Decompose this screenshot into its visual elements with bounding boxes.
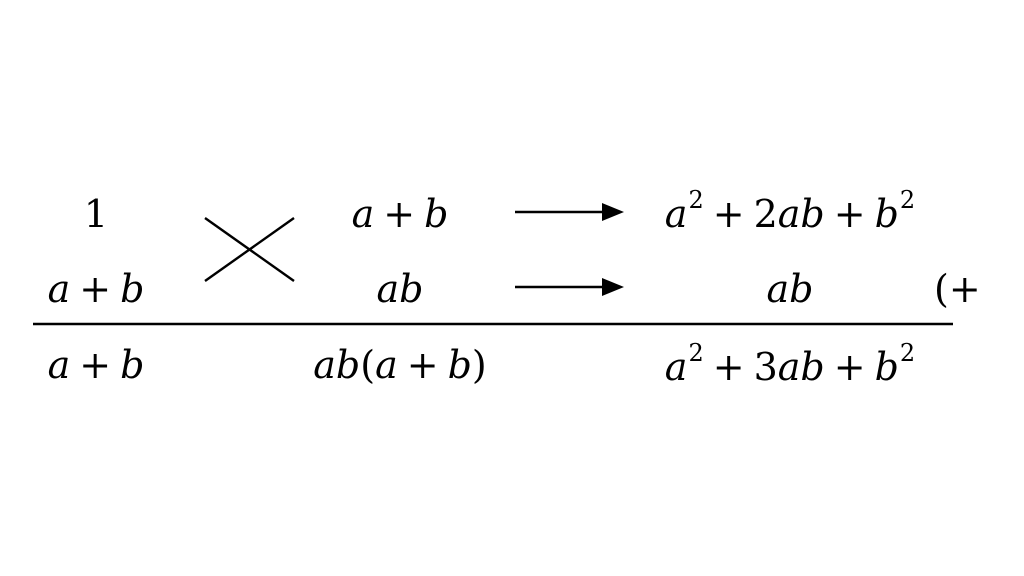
numerator-one: 1: [83, 192, 109, 236]
bottom-sum-expression: a+b: [47, 343, 145, 387]
arrow-right-icon: [515, 278, 624, 296]
top-sum-expression: a+b: [351, 192, 449, 236]
arrow-right-icon: [515, 203, 624, 221]
cross-multiply-icon: [204, 217, 295, 282]
middle-result-expression: ab: [766, 267, 814, 311]
trailing-fragment: (+: [934, 267, 981, 311]
middle-product-expression: ab: [376, 267, 424, 311]
bottom-product-expression: ab(a+b): [313, 343, 487, 387]
middle-sum-expression: a+b: [47, 267, 145, 311]
